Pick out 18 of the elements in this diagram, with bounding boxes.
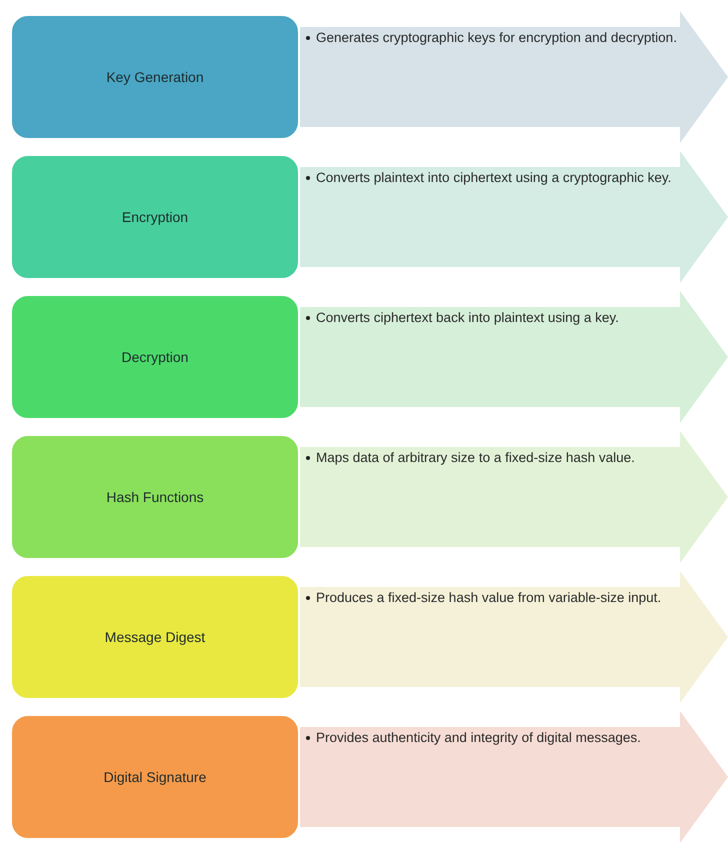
box-label: Encryption bbox=[122, 209, 188, 225]
description-text: Converts ciphertext back into plaintext using a key. bbox=[316, 309, 619, 327]
box-label: Key Generation bbox=[106, 69, 204, 85]
process-box bbox=[12, 296, 298, 418]
box-label: Digital Signature bbox=[104, 769, 206, 785]
box-label: Hash Functions bbox=[106, 489, 204, 505]
box-label: Message Digest bbox=[104, 629, 206, 645]
process-box bbox=[12, 716, 298, 838]
description-text: Converts plaintext into ciphertext using a cryptographic key. bbox=[316, 169, 672, 187]
box-label: Decryption bbox=[122, 349, 188, 365]
process-box bbox=[12, 16, 298, 138]
process-box bbox=[12, 156, 298, 278]
description-text: Generates cryptographic keys for encryption and decryption. bbox=[316, 29, 677, 47]
process-box bbox=[12, 436, 298, 558]
description-text: Maps data of arbitrary size to a fixed-size hash value. bbox=[316, 449, 635, 467]
description-text: Produces a fixed-size hash value from variable-size input. bbox=[316, 589, 662, 607]
process-box bbox=[12, 576, 298, 698]
description-text: Provides authenticity and integrity of digital messages. bbox=[316, 729, 641, 747]
